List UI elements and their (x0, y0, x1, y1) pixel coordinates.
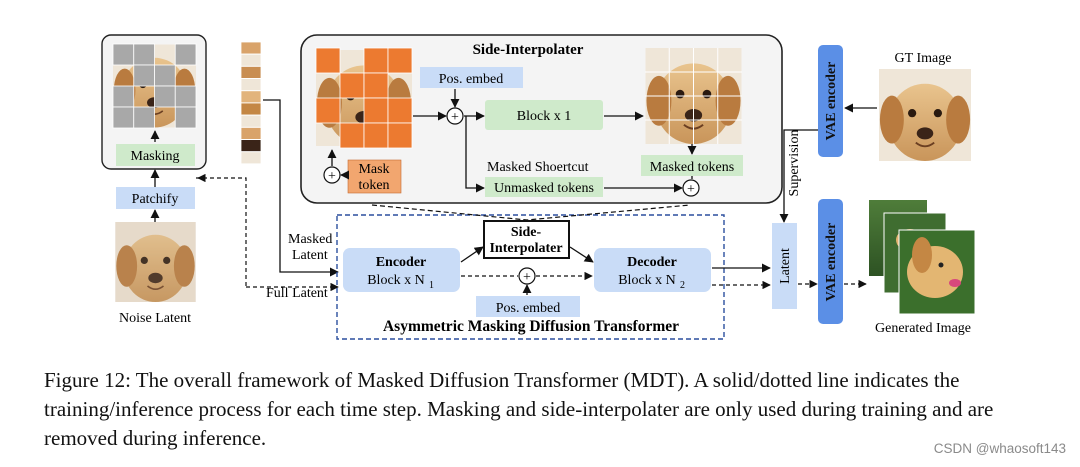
masked-gray-cell (112, 106, 135, 129)
svg-text:+: + (523, 270, 531, 285)
side-interp-small-box (483, 220, 570, 259)
vae-encoder-top-label: VAE encoder (824, 62, 839, 141)
plus-circle-top (446, 107, 464, 125)
mask-patch-cell (339, 72, 365, 99)
masked-gray-cell (112, 43, 135, 66)
gt-image-label: GT Image (895, 51, 952, 66)
decoder-sub-index: 2 (680, 280, 685, 291)
mask-patch-cell (363, 72, 389, 99)
mask-patch-cell (387, 47, 413, 74)
mask-patch-cell (387, 122, 413, 149)
patch-token (240, 41, 262, 55)
masked-tokens-label: Masked tokens (650, 160, 734, 175)
amdt-title: Asymmetric Masking Diffusion Transformer (383, 318, 679, 335)
decoder-sub: Block x N (618, 273, 676, 288)
noise-latent-label: Noise Latent (119, 311, 191, 326)
encoder-box (343, 248, 460, 292)
vae-encoder-bottom-box (818, 199, 843, 324)
latent-label: Latent (778, 248, 793, 284)
pos-embed-bottom-box (476, 296, 580, 317)
latent-box (772, 223, 797, 309)
masked-gray-cell (154, 64, 176, 87)
mask-patch-cell (315, 97, 341, 124)
mask-patch-cell (363, 47, 389, 74)
masked-gray-cell (154, 85, 176, 108)
masked-shortcut-label: Masked Shoertcut (487, 160, 589, 175)
masked-latent-line1: Masked (288, 232, 332, 247)
mask-patch-cell (315, 47, 341, 74)
svg-text:Block x N: Block x N (618, 273, 676, 288)
mask-token-line2: token (358, 178, 389, 193)
masked-gray-cell (133, 64, 155, 87)
plus-circle-right (682, 179, 700, 197)
generated-images-stack (869, 200, 976, 315)
watermark: CSDN @whaosoft143 (933, 441, 1066, 456)
decoder-box (594, 248, 711, 292)
supervision-label: Supervision (787, 130, 802, 197)
patch-token (240, 151, 262, 165)
unmasked-tokens-label: Unmasked tokens (494, 181, 594, 196)
patch-token-strip (240, 41, 262, 165)
patch-token (240, 90, 262, 104)
masked-patch-grid (315, 47, 413, 149)
block-x1-label: Block x 1 (517, 109, 571, 124)
encoder-title: Encoder (376, 255, 427, 270)
side-interp-line2: Interpolater (489, 241, 562, 256)
side-interpolater-title: Side-Interpolater (473, 42, 584, 58)
vae-encoder-top-box (818, 45, 843, 157)
svg-text:+: + (328, 169, 336, 184)
pos-embed-top-box (420, 67, 523, 88)
masked-latent-line2: Latent (292, 248, 328, 263)
patch-token (240, 114, 262, 128)
masked-gray-cell (174, 85, 197, 108)
masked-gray-cell (133, 43, 155, 66)
unmasked-tokens-box (485, 177, 603, 197)
encoder-sub: Block x N (367, 273, 425, 288)
masking-box (116, 144, 195, 166)
noise-latent-image (115, 222, 196, 302)
pos-embed-top-label: Pos. embed (439, 72, 504, 87)
patch-token (240, 139, 262, 153)
mask-patch-cell (339, 122, 365, 149)
plus-circle-left (323, 166, 341, 184)
patch-token (240, 66, 262, 79)
mask-patch-cell (363, 122, 389, 149)
decoder-title: Decoder (627, 255, 677, 270)
amdt-dashed-box (336, 214, 725, 340)
patch-token (240, 127, 262, 140)
patchify-label: Patchify (132, 192, 179, 207)
encoder-sub-index: 1 (429, 280, 434, 291)
masked-gray-cell (174, 106, 197, 129)
svg-text:+: + (451, 110, 459, 125)
masked-gray-cell (112, 85, 135, 108)
mask-patch-cell (387, 97, 413, 124)
patch-token (240, 53, 262, 67)
patchify-box (116, 187, 195, 209)
svg-text:Block x N: Block x N (367, 273, 425, 288)
gt-image (878, 69, 972, 161)
side-interp-line1: Side- (511, 225, 542, 240)
block-x1-box (485, 100, 603, 130)
mask-token-box (347, 159, 402, 194)
generated-image-label: Generated Image (875, 321, 971, 336)
masked-noise-image (112, 43, 197, 129)
vae-encoder-bottom-label: VAE encoder (824, 223, 839, 302)
reconstructed-dog-image (645, 48, 742, 144)
pos-embed-bottom-label: Pos. embed (496, 301, 561, 316)
svg-text:+: + (687, 182, 695, 197)
mask-token-line1: Mask (358, 162, 389, 177)
plus-circle-middle (518, 267, 536, 285)
masked-tokens-box (641, 155, 743, 176)
patch-token (240, 102, 262, 116)
patch-token (240, 78, 262, 91)
full-latent-label: Full Latent (266, 286, 328, 301)
mask-patch-cell (363, 97, 389, 124)
mdt-framework-diagram: Side-Interpolater Pos. embed + Block x 1… (101, 34, 976, 340)
figure-caption: Figure 12: The overall framework of Mask… (44, 368, 994, 450)
masked-gray-cell (133, 106, 155, 129)
masking-label: Masking (131, 149, 180, 164)
masked-gray-cell (174, 43, 197, 66)
